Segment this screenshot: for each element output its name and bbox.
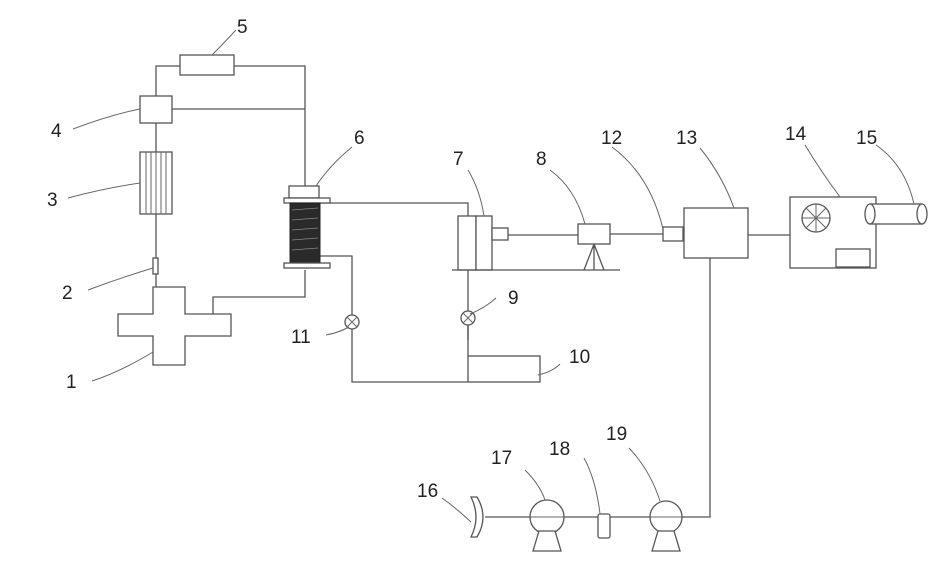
label-7: 7 (453, 149, 464, 170)
label-18: 18 (549, 439, 570, 460)
label-1: 1 (66, 372, 77, 393)
pump-17 (530, 500, 564, 551)
small-sensor (663, 227, 683, 241)
label-16: 16 (417, 481, 438, 502)
pump-19 (650, 501, 682, 551)
small-tube (153, 258, 158, 274)
tripod-instrument (578, 224, 610, 270)
label-13: 13 (676, 128, 697, 149)
junction-box (140, 96, 172, 123)
label-12: 12 (601, 128, 622, 149)
label-17: 17 (491, 448, 512, 469)
label-11: 11 (291, 327, 311, 348)
cylinder (865, 204, 927, 224)
tank (468, 356, 540, 382)
label-15: 15 (856, 128, 877, 149)
label-5: 5 (237, 17, 248, 38)
fan-unit (790, 197, 876, 268)
top-box (180, 55, 234, 75)
valve-9 (461, 311, 475, 340)
control-box (684, 208, 748, 258)
valve-11 (345, 315, 359, 329)
label-2: 2 (62, 283, 73, 304)
stacked-module (140, 152, 172, 214)
filter (598, 514, 610, 538)
label-8: 8 (536, 149, 547, 170)
cross-base (118, 287, 231, 365)
label-14: 14 (785, 124, 807, 145)
label-4: 4 (51, 121, 62, 142)
label-3: 3 (47, 190, 58, 211)
label-9: 9 (508, 288, 519, 309)
nozzle (471, 497, 483, 537)
label-6: 6 (354, 128, 365, 149)
label-19: 19 (606, 424, 627, 445)
label-10: 10 (569, 347, 590, 368)
